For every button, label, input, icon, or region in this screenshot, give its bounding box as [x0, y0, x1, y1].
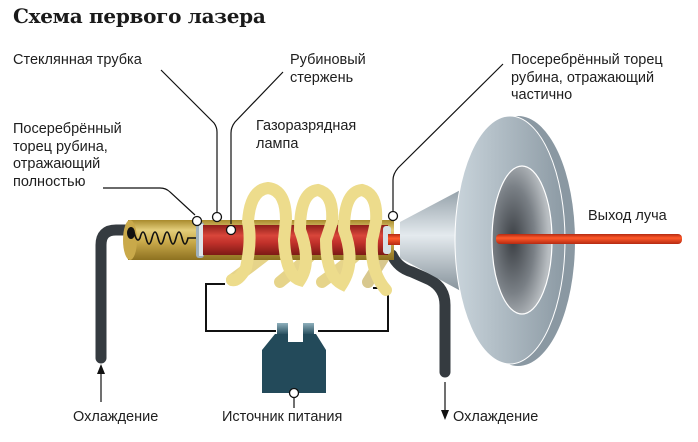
power-circuit-wire: [205, 283, 389, 332]
power-source-box: [262, 323, 326, 408]
label-glass-tube: Стеклянная трубка: [13, 52, 142, 68]
label-cooling-in: Охлаждение: [73, 409, 159, 425]
spring-icon: [133, 231, 196, 245]
label-partial-mirror: Посеребрённый торец рубина, отражающий ч…: [511, 52, 663, 103]
laser-beam: [496, 234, 682, 244]
leader-lines: [103, 63, 504, 224]
label-power-source: Источник питания: [222, 409, 343, 425]
reflector-cone: [400, 186, 470, 296]
arrow-down-icon: [441, 382, 449, 420]
cooling-pipe-inlet: [95, 224, 146, 364]
arrow-up-icon: [97, 364, 105, 402]
flash-lamp-coil-front: [226, 181, 392, 296]
label-beam-output: Выход луча: [588, 208, 667, 224]
label-flash-lamp: Газоразрядная лампа: [256, 118, 357, 152]
cooling-pipe-outlet: [386, 249, 451, 378]
leader-dots: [191, 210, 399, 236]
full-mirror-end: [196, 222, 204, 258]
partial-mirror-end: [383, 226, 400, 254]
diagram-title: Схема первого лазера: [13, 4, 266, 28]
label-ruby-rod: Рубиновый стержень: [290, 52, 366, 86]
label-full-mirror: Посеребрённый торец рубина, отражающий п…: [13, 121, 122, 190]
label-cooling-out: Охлаждение: [453, 409, 539, 425]
